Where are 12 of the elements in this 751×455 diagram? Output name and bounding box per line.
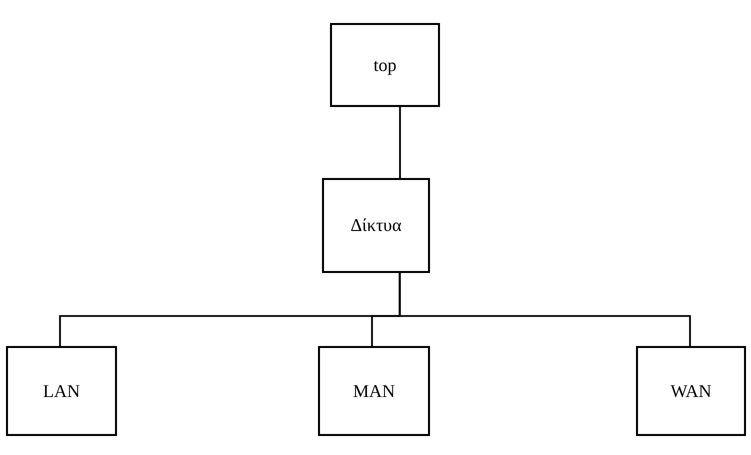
node-box [322,178,430,273]
node-label: Δίκτυα [350,215,402,236]
connector-line [398,273,691,346]
node-box [330,23,440,107]
connector-line [399,107,401,178]
node-box [6,346,117,436]
node-box [318,346,430,436]
node-label: top [373,54,396,76]
node-label: WAN [670,380,712,402]
node-box [636,346,746,436]
node-label: LAN [43,380,80,402]
node-label: MAN [352,380,395,402]
